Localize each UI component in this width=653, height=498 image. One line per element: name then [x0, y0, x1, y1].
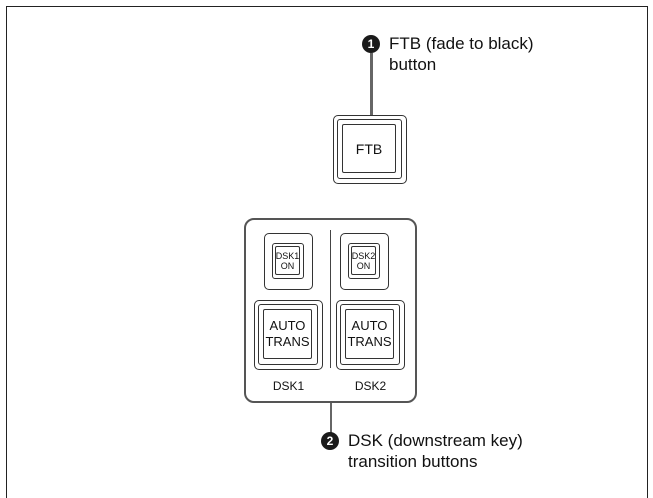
ftb-button-label: FTB [355, 140, 383, 157]
dsk1-auto-label-line2: TRANS [265, 334, 310, 349]
callout-text-2: DSK (downstream key) transition buttons [348, 430, 523, 472]
dsk1-auto-trans-face: AUTO TRANS [263, 309, 312, 359]
callout-2-line2: transition buttons [348, 452, 478, 471]
callout-1-line2: button [389, 55, 437, 74]
dsk1-auto-trans-button[interactable]: AUTO TRANS [254, 300, 323, 370]
dsk1-on-label-line1: DSK1 [275, 250, 300, 261]
callout-2-leader-line [330, 403, 332, 433]
callout-2-line1: DSK (downstream key) [348, 431, 523, 450]
dsk2-auto-label-line2: TRANS [347, 334, 392, 349]
dsk2-auto-trans-face: AUTO TRANS [345, 309, 394, 359]
dsk2-on-button-bezel: DSK2 ON [348, 243, 380, 279]
dsk2-auto-trans-bezel: AUTO TRANS [340, 304, 400, 365]
dsk2-on-button[interactable]: DSK2 ON [340, 233, 389, 290]
callout-number-2: 2 [321, 432, 339, 450]
dsk1-on-label-line2: ON [280, 260, 295, 271]
ftb-button[interactable]: FTB [333, 115, 407, 184]
figure-frame [6, 6, 648, 498]
dsk1-on-button-bezel: DSK1 ON [272, 243, 304, 279]
dsk2-on-button-face: DSK2 ON [351, 246, 376, 275]
dsk1-on-button-face: DSK1 ON [275, 246, 300, 275]
callout-number-1: 1 [362, 35, 380, 53]
callout-1-line1: FTB (fade to black) [389, 34, 534, 53]
dsk1-auto-label-line1: AUTO [269, 318, 306, 333]
dsk1-on-button[interactable]: DSK1 ON [264, 233, 313, 290]
callout-1-leader-line [370, 53, 373, 123]
dsk2-on-label-line1: DSK2 [351, 250, 376, 261]
dsk-column-divider [330, 230, 331, 368]
ftb-button-face: FTB [342, 124, 396, 173]
dsk2-column-label: DSK2 [354, 379, 387, 393]
dsk1-auto-trans-bezel: AUTO TRANS [258, 304, 318, 365]
dsk1-column-label: DSK1 [272, 379, 305, 393]
callout-text-1: FTB (fade to black) button [389, 33, 534, 75]
dsk2-on-label-line2: ON [356, 260, 371, 271]
ftb-button-bezel: FTB [337, 119, 402, 179]
dsk2-auto-label-line1: AUTO [351, 318, 388, 333]
dsk-panel [244, 218, 417, 403]
dsk2-auto-trans-button[interactable]: AUTO TRANS [336, 300, 405, 370]
